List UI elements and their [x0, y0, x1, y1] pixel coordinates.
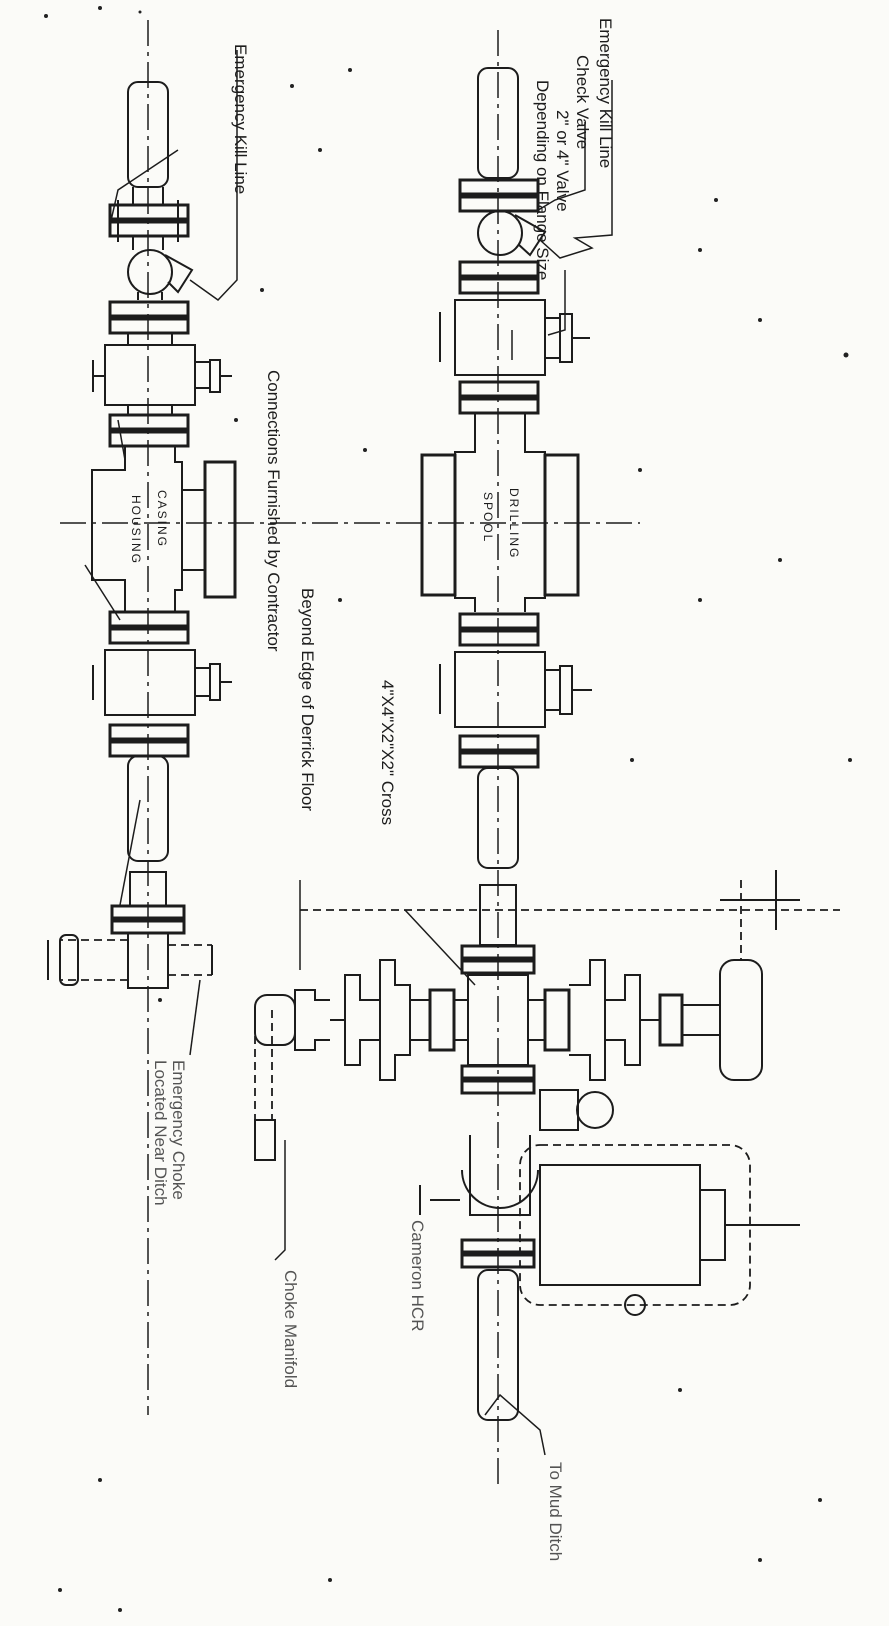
left-check-valve: [127, 249, 173, 295]
left-flange-pair-2: [108, 300, 190, 335]
drilling-spool: DRILLING SPOOL: [420, 413, 580, 612]
label-valve-size: 2" or 4" Valve: [553, 110, 572, 212]
label-cross: 4"X4"X2"X2" Cross: [378, 680, 397, 825]
casing-housing-flange: [203, 460, 237, 599]
right-pipe-top: [477, 67, 519, 179]
label-connections: Connections Furnished by Contractor: [264, 370, 283, 652]
right-gate-valve-2: [439, 651, 592, 728]
left-gate-valve-1: [92, 344, 232, 406]
label-choke-manifold: Choke Manifold: [281, 1270, 300, 1388]
label-kill-line-right: Emergency Kill Line: [596, 18, 615, 168]
right-gate-valve-1: [439, 299, 590, 376]
right-flange-pair-6: [460, 1238, 536, 1269]
label-check-valve: Check Valve: [573, 55, 592, 149]
spool-flange-left: [420, 453, 457, 597]
leader-lines: [84, 50, 613, 1456]
housing-text: HOUSING: [129, 495, 143, 565]
pressure-gauge-icon: [576, 1091, 614, 1129]
spool-text: SPOOL: [481, 492, 495, 543]
right-assembly: DRILLING SPOOL: [60, 30, 840, 1490]
left-flange-pair-5: [108, 723, 190, 758]
hcr-valve: [419, 1135, 800, 1316]
spool-flange-right: [543, 453, 580, 597]
right-pipe-bottom: [477, 1269, 519, 1421]
label-emergency-choke-1: Emergency Choke: [169, 1060, 188, 1200]
label-cameron-hcr: Cameron HCR: [408, 1220, 427, 1331]
right-flange-pair-5: [458, 734, 540, 769]
right-check-valve: [477, 210, 523, 256]
left-pipe-end: [127, 81, 169, 188]
left-flange-pair-3: [108, 413, 190, 448]
left-pipe-mid: [127, 755, 169, 862]
right-flange-pair-2: [458, 260, 540, 295]
left-assembly: CASING HOUSING: [47, 20, 237, 1415]
left-flange-pair-1: [108, 200, 190, 242]
label-flange-size: Depending on Flange Size: [533, 80, 552, 280]
right-flange-pair-3: [458, 380, 540, 415]
casing-housing: CASING HOUSING: [91, 446, 237, 600]
scan-specks: [44, 6, 852, 1612]
right-flange-pair-1: [458, 178, 540, 213]
drilling-text: DRILLING: [507, 488, 521, 559]
right-flange-pair-4: [458, 612, 540, 647]
label-emergency-choke-2: Located Near Ditch: [151, 1060, 170, 1206]
label-derrick-edge: Beyond Edge of Derrick Floor: [298, 588, 317, 811]
left-bottom-cross: [47, 871, 213, 989]
labels: Emergency Kill Line Check Valve 2" or 4"…: [151, 18, 615, 1561]
left-flange-pair-4: [108, 610, 190, 645]
label-to-mud-ditch: To Mud Ditch: [546, 1462, 565, 1561]
left-gate-valve-2: [92, 649, 232, 716]
four-way-cross: [254, 870, 800, 1161]
right-pipe-mid: [477, 767, 519, 869]
casing-text: CASING: [155, 490, 169, 548]
label-kill-line-left: Emergency Kill Line: [231, 44, 250, 194]
